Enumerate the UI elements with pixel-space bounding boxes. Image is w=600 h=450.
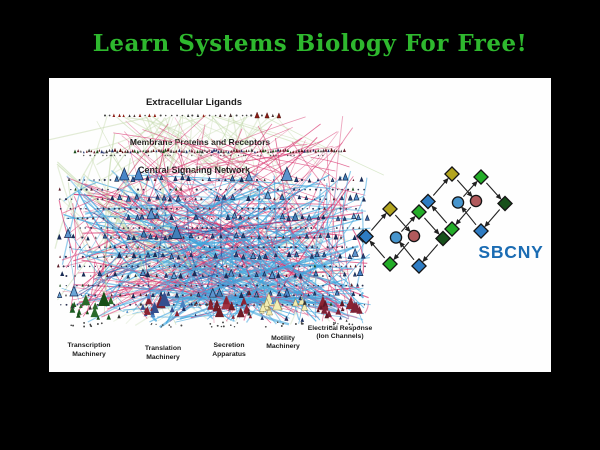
slide-title: Learn Systems Biology For Free!: [92, 30, 528, 57]
sbcny-logo: [358, 166, 513, 274]
bottom-label-4-line2: (Ion Channels): [316, 333, 363, 340]
bottom-label-3-line2: Machinery: [266, 343, 300, 350]
bottom-label-4-line1: Electrical Response: [308, 325, 373, 332]
bottom-label-2-line1: Secretion: [214, 342, 245, 349]
bottom-label-0-line2: Machinery: [72, 351, 106, 358]
sbcny-logo-text: SBCNY: [478, 242, 543, 262]
bottom-label-1-line1: Translation: [145, 345, 181, 352]
bottom-label-1-line2: Machinery: [146, 354, 180, 361]
label-extracellular-ligands: Extracellular Ligands: [146, 97, 242, 108]
bottom-label-3-line1: Motility: [271, 335, 295, 342]
network-bottom-labels: TranscriptionMachineryTranslationMachine…: [67, 325, 372, 361]
figure-panel: Extracellular Ligands Membrane Proteins …: [49, 78, 551, 372]
bottom-label-2-line2: Apparatus: [212, 351, 246, 358]
systems-biology-figure: Extracellular Ligands Membrane Proteins …: [49, 97, 543, 361]
bottom-label-0-line1: Transcription: [67, 342, 110, 349]
